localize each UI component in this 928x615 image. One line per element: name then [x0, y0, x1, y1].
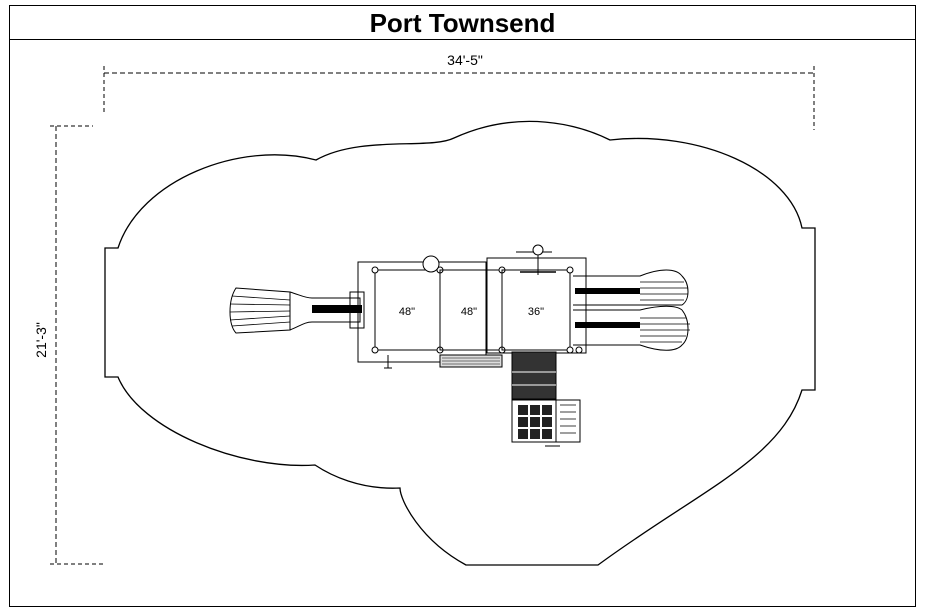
page-title: Port Townsend — [369, 8, 556, 38]
deck-height-label: 48" — [399, 306, 415, 318]
title-bar: Port Townsend — [10, 6, 915, 40]
use-zone-outline — [104, 120, 816, 566]
depth-dimension-label: 21'-3" — [33, 322, 49, 358]
deck-36-right: 36" — [486, 244, 587, 354]
deck-48-left: 48" — [357, 255, 487, 369]
deck-height-label: 36" — [528, 306, 544, 318]
drawing-frame: Port Townsend — [9, 5, 916, 607]
left-slide — [229, 287, 365, 334]
lower-steps — [500, 351, 581, 447]
deck-height-label: 48" — [461, 306, 477, 318]
width-dimension-label: 34'-5" — [447, 52, 483, 68]
width-dimension: 34'-5" — [103, 52, 815, 130]
right-slides — [573, 269, 690, 351]
deck-48-middle: 48" — [439, 266, 506, 368]
depth-dimension: 21'-3" — [33, 125, 103, 565]
